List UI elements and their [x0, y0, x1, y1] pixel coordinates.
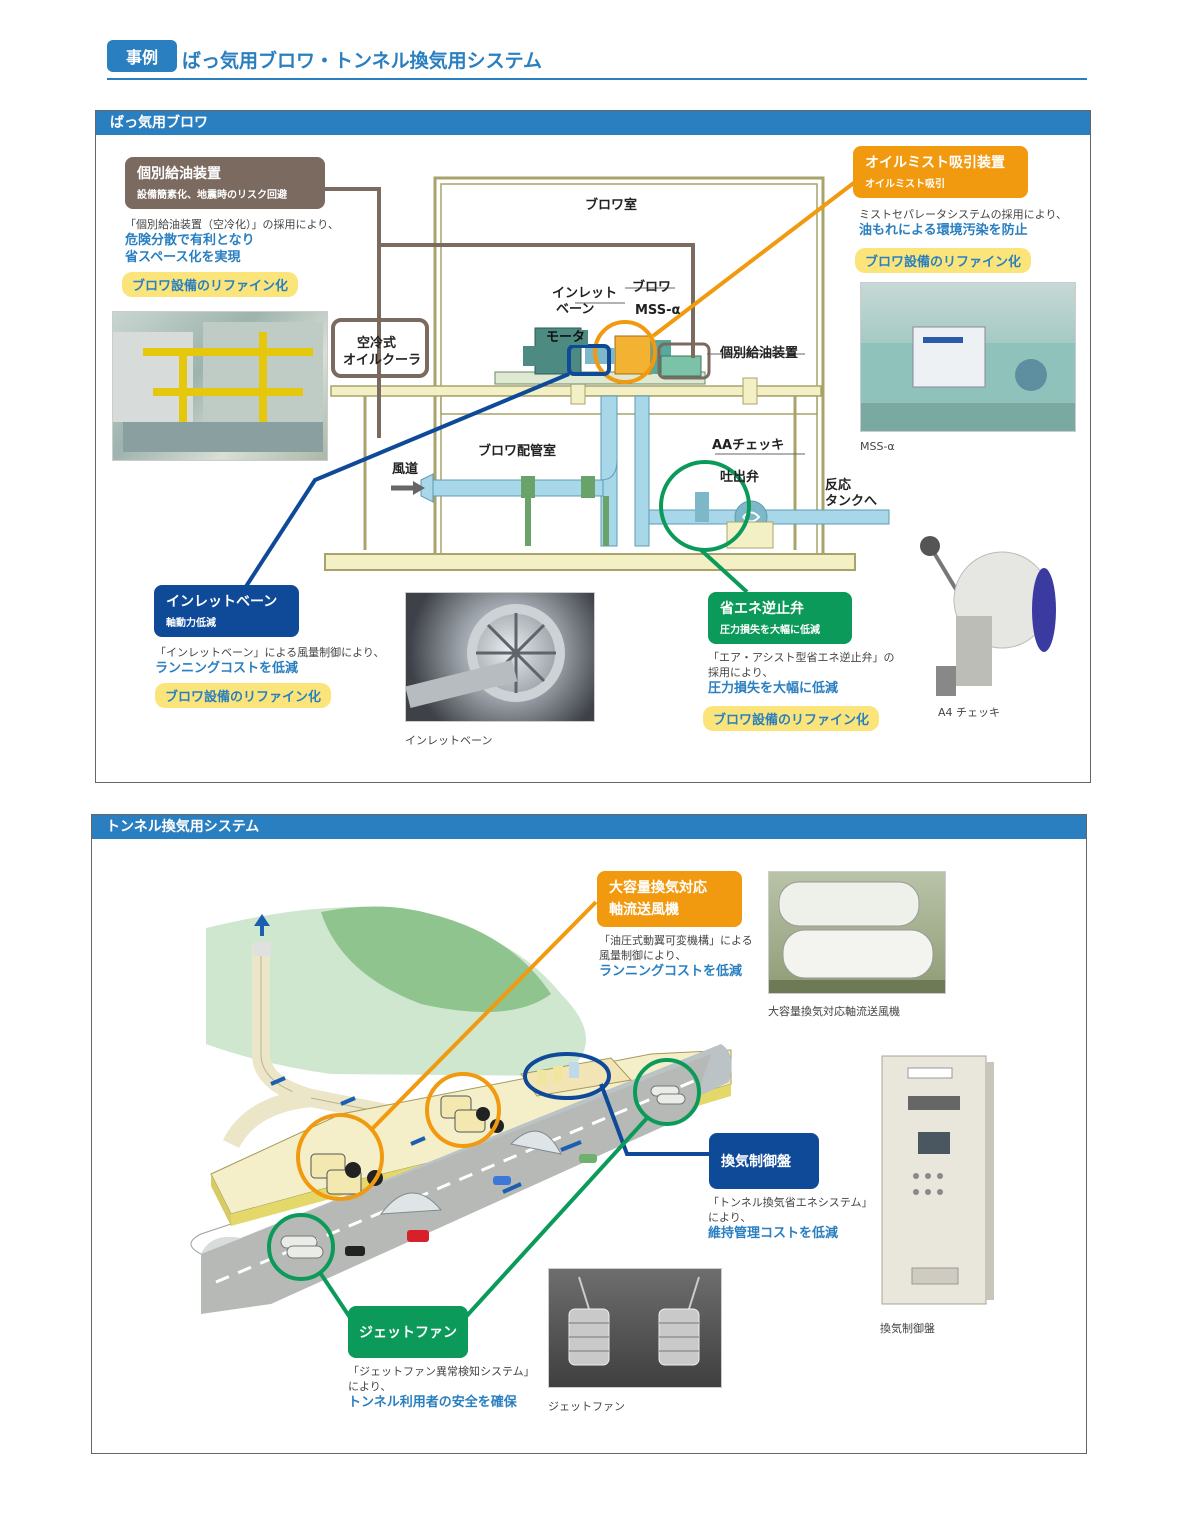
callout-control-panel: 換気制御盤 [709, 1133, 819, 1189]
control-panel-caption: 換気制御盤 [880, 1322, 935, 1335]
jet-fan-desc: 「ジェットファン異常検知システム」 により、 トンネル利用者の安全を確保 [348, 1364, 535, 1411]
callout-oil-unit-subtitle: 設備簡素化、地震時のリスク回避 [137, 190, 287, 201]
inlet-vane-highlight: ランニングコストを低減 [155, 661, 299, 676]
oil-unit-desc: 「個別給油装置（空冷化）」の採用により、 危険分散で有利となり 省スペース化を実… [125, 217, 339, 266]
tunnel-diagram [190, 900, 732, 1336]
callout-oil-mist: オイルミスト吸引装置 オイルミスト吸引 [853, 146, 1028, 198]
callout-control-panel-title: 換気制御盤 [721, 1154, 791, 1170]
control-panel-highlight: 維持管理コストを低減 [708, 1226, 839, 1241]
oil-unit-highlight-1: 危険分散で有利となり [125, 233, 255, 248]
callout-oil-mist-subtitle: オイルミスト吸引 [865, 179, 945, 190]
oil-mist-pill: ブロワ設備のリファイン化 [855, 248, 1032, 273]
label-blower-room: ブロワ室 [585, 198, 638, 213]
jet-fan-highlight: トンネル利用者の安全を確保 [348, 1395, 517, 1410]
inlet-vane-desc-line: 「インレットベーン」による風量制御により、 [155, 646, 385, 659]
check-valve-desc-line-2: 採用により、 [708, 666, 774, 679]
oil-unit-pill: ブロワ設備のリファイン化 [122, 272, 299, 297]
oil-mist-desc: ミストセパレータシステムの採用により、 油もれによる環境汚染を防止 [859, 207, 1067, 239]
axial-fan-highlight: ランニングコストを低減 [599, 964, 743, 979]
axial-fan-photo [768, 871, 946, 994]
label-motor: モータ [543, 330, 589, 345]
control-panel-desc: 「トンネル換気省エネシステム」 により、 維持管理コストを低減 [708, 1195, 872, 1242]
inlet-vane-desc: 「インレットベーン」による風量制御により、 ランニングコストを低減 [155, 645, 384, 677]
jet-fan-photo [548, 1268, 722, 1388]
callout-check-valve-subtitle: 圧力損失を大幅に低減 [720, 625, 820, 636]
control-panel-desc-line-2: により、 [708, 1211, 752, 1224]
callout-oil-unit-title: 個別給油装置 [137, 166, 221, 182]
mss-photo [860, 282, 1076, 432]
jet-fan-caption: ジェットファン [548, 1400, 625, 1413]
label-blower: ブロワ [632, 280, 672, 295]
label-aa-check: AAチェッキ [712, 438, 785, 453]
label-piping-room: ブロワ配管室 [478, 444, 557, 459]
label-duct: 風道 [392, 462, 419, 477]
a4-check-photo [920, 536, 1056, 696]
check-valve-desc: 「エア・アシスト型省エネ逆止弁」の 採用により、 圧力損失を大幅に低減 [708, 650, 895, 697]
label-tank-1: 反応 [825, 478, 852, 493]
axial-fan-desc: 「油圧式動翼可変機構」による 風量制御により、 ランニングコストを低減 [599, 933, 753, 980]
callout-inlet-vane: インレットベーン 軸動力低減 [154, 585, 299, 637]
label-tank-2: タンクへ [825, 494, 878, 509]
blower-diagram [243, 176, 890, 594]
control-panel-desc-line: 「トンネル換気省エネシステム」 [708, 1196, 873, 1209]
callout-axial-fan-title-1: 大容量換気対応 [609, 880, 707, 896]
callout-check-valve-title: 省エネ逆止弁 [720, 601, 804, 617]
callout-axial-fan-title-2: 軸流送風機 [609, 902, 679, 918]
jet-fan-desc-line: 「ジェットファン異常検知システム」 [348, 1365, 535, 1378]
tunnel-section-title: トンネル換気用システム [92, 815, 1086, 839]
inlet-vane-pill: ブロワ設備のリファイン化 [155, 683, 332, 708]
axial-fan-caption: 大容量換気対応軸流送風機 [768, 1005, 900, 1018]
mss-caption: MSS-α [860, 440, 895, 453]
oil-unit-highlight-2: 省スペース化を実現 [125, 250, 241, 265]
axial-fan-desc-line: 「油圧式動翼可変機構」による [599, 934, 753, 947]
callout-jet-fan-title: ジェットファン [359, 1325, 457, 1341]
oil-mist-highlight: 油もれによる環境汚染を防止 [859, 223, 1028, 238]
check-valve-highlight: 圧力損失を大幅に低減 [708, 681, 839, 696]
callout-check-valve: 省エネ逆止弁 圧力損失を大幅に低減 [708, 592, 852, 644]
label-cooler-2: オイルクーラ [343, 353, 422, 368]
label-oil-unit: 個別給油装置 [720, 346, 799, 361]
label-discharge: 吐出弁 [720, 470, 760, 485]
inlet-vane-photo [405, 592, 595, 722]
axial-fan-desc-line-2: 風量制御により、 [599, 949, 687, 962]
jet-fan-desc-line-2: により、 [348, 1380, 392, 1393]
check-valve-pill: ブロワ設備のリファイン化 [703, 706, 880, 731]
callout-inlet-vane-title: インレットベーン [166, 594, 278, 610]
callout-inlet-vane-subtitle: 軸動力低減 [166, 618, 216, 629]
page-title: ばっ気用ブロワ・トンネル換気用システム [182, 50, 543, 72]
blower-section-title: ばっ気用ブロワ [96, 111, 1090, 135]
label-cooler-1: 空冷式 [357, 336, 397, 351]
a4-check-caption: A4 チェッキ [938, 706, 1001, 719]
label-vane: ベーン [556, 302, 595, 317]
oil-unit-desc-line: 「個別給油装置（空冷化）」の採用により、 [125, 218, 339, 231]
case-tag: 事例 [107, 40, 177, 72]
label-inlet: インレット [552, 286, 618, 301]
callout-axial-fan: 大容量換気対応 軸流送風機 [597, 871, 742, 927]
oil-mist-desc-line: ミストセパレータシステムの採用により、 [859, 208, 1068, 221]
check-valve-desc-line: 「エア・アシスト型省エネ逆止弁」の [708, 651, 895, 664]
inlet-vane-caption: インレットベーン [405, 734, 493, 747]
header-rule [107, 78, 1087, 80]
control-panel-photo [881, 1055, 994, 1305]
callout-jet-fan: ジェットファン [348, 1306, 468, 1358]
oil-unit-photo [112, 311, 328, 461]
callout-oil-mist-title: オイルミスト吸引装置 [865, 155, 1005, 171]
callout-oil-unit: 個別給油装置 設備簡素化、地震時のリスク回避 [125, 157, 325, 209]
label-mss: MSS-α [635, 303, 681, 318]
